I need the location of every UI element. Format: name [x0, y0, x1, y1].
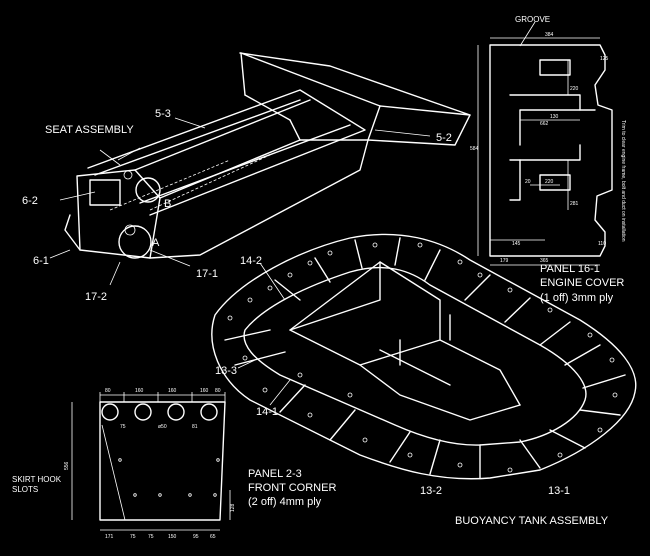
dim-2-3-bottom-4: 150 — [168, 534, 177, 540]
dim-16-1-d4: 662 — [540, 121, 549, 127]
seat-assembly-drawing — [49, 52, 471, 286]
dim-2-3-left: 556 — [64, 461, 70, 470]
dim-16-1-d1: 125 — [600, 56, 609, 62]
part-13-3-label: 13-3 — [215, 365, 237, 377]
panel-2-3-drawing — [71, 392, 231, 531]
part-13-2-label: 13-2 — [420, 485, 442, 497]
dim-2-3-bottom-5: 95 — [193, 534, 199, 540]
panel-16-1-note: Trim to clear engine frame, bolt and duc… — [620, 120, 626, 242]
point-a-label: A — [152, 237, 160, 249]
seat-assembly-label: SEAT ASSEMBLY — [45, 124, 134, 136]
dim-16-1-d7: 220 — [545, 179, 554, 185]
buoyancy-tank-label: BUOYANCY TANK ASSEMBLY — [455, 515, 609, 527]
groove-label: GROOVE — [515, 15, 550, 24]
part-6-2-label: 6-2 — [22, 195, 38, 207]
part-14-1-label: 14-1 — [256, 406, 278, 418]
panel-2-3-spec: (2 off) 4mm ply — [248, 496, 322, 508]
tank-holes — [227, 242, 618, 473]
dim-2-3-bottom-1: 171 — [105, 534, 114, 540]
dim-2-3-r2: ø50 — [158, 424, 167, 430]
dim-2-3-top-2: 160 — [135, 388, 144, 394]
panel-2-3-title: PANEL 2-3 — [248, 468, 302, 480]
part-6-1-label: 6-1 — [33, 255, 49, 267]
skirt-hook-label-1: SKIRT HOOK — [12, 475, 62, 484]
dim-2-3-bottom-3: 75 — [148, 534, 154, 540]
dim-2-3-right: 128 — [230, 503, 236, 512]
skirt-hook-label-2: SLOTS — [12, 485, 38, 494]
dim-2-3-bottom-6: 65 — [210, 534, 216, 540]
part-5-2-label: 5-2 — [436, 132, 452, 144]
panel-16-1-subtitle: ENGINE COVER — [540, 277, 624, 289]
point-b-label: B — [164, 198, 171, 210]
dim-2-3-r1: 75 — [120, 424, 126, 430]
dim-16-1-d6: 20 — [525, 179, 531, 185]
panel-16-1-title: PANEL 16-1 — [540, 263, 600, 275]
dim-2-3-bottom-2: 75 — [130, 534, 136, 540]
dim-2-3-top-1: 80 — [105, 388, 111, 394]
dim-2-3-top-4: 160 — [200, 388, 209, 394]
dim-16-1-top: 384 — [545, 32, 554, 38]
part-14-2-label: 14-2 — [240, 255, 262, 267]
buoyancy-tank-drawing — [211, 233, 637, 480]
part-5-3-label: 5-3 — [155, 108, 171, 120]
dim-16-1-d2: 220 — [570, 86, 579, 92]
dim-2-3-top-5: 80 — [215, 388, 221, 394]
dim-2-3-top-3: 160 — [168, 388, 177, 394]
panel-16-1-spec: (1 off) 3mm ply — [540, 292, 614, 304]
dim-16-1-d12: 110 — [598, 241, 606, 247]
part-17-2-label: 17-2 — [85, 291, 107, 303]
dim-16-1-d3: 130 — [550, 114, 559, 120]
dim-16-1-d9: 145 — [512, 241, 521, 247]
panel-2-3-subtitle: FRONT CORNER — [248, 482, 336, 494]
panel-16-1-drawing — [477, 21, 613, 266]
dim-2-3-r3: 81 — [192, 424, 198, 430]
dim-16-1-d11: 179 — [500, 258, 509, 264]
dim-16-1-d10: 365 — [540, 258, 549, 264]
dim-16-1-d5: 584 — [470, 146, 479, 152]
part-13-1-label: 13-1 — [548, 485, 570, 497]
part-17-1-label: 17-1 — [196, 268, 218, 280]
dim-16-1-d8: 281 — [570, 201, 579, 207]
